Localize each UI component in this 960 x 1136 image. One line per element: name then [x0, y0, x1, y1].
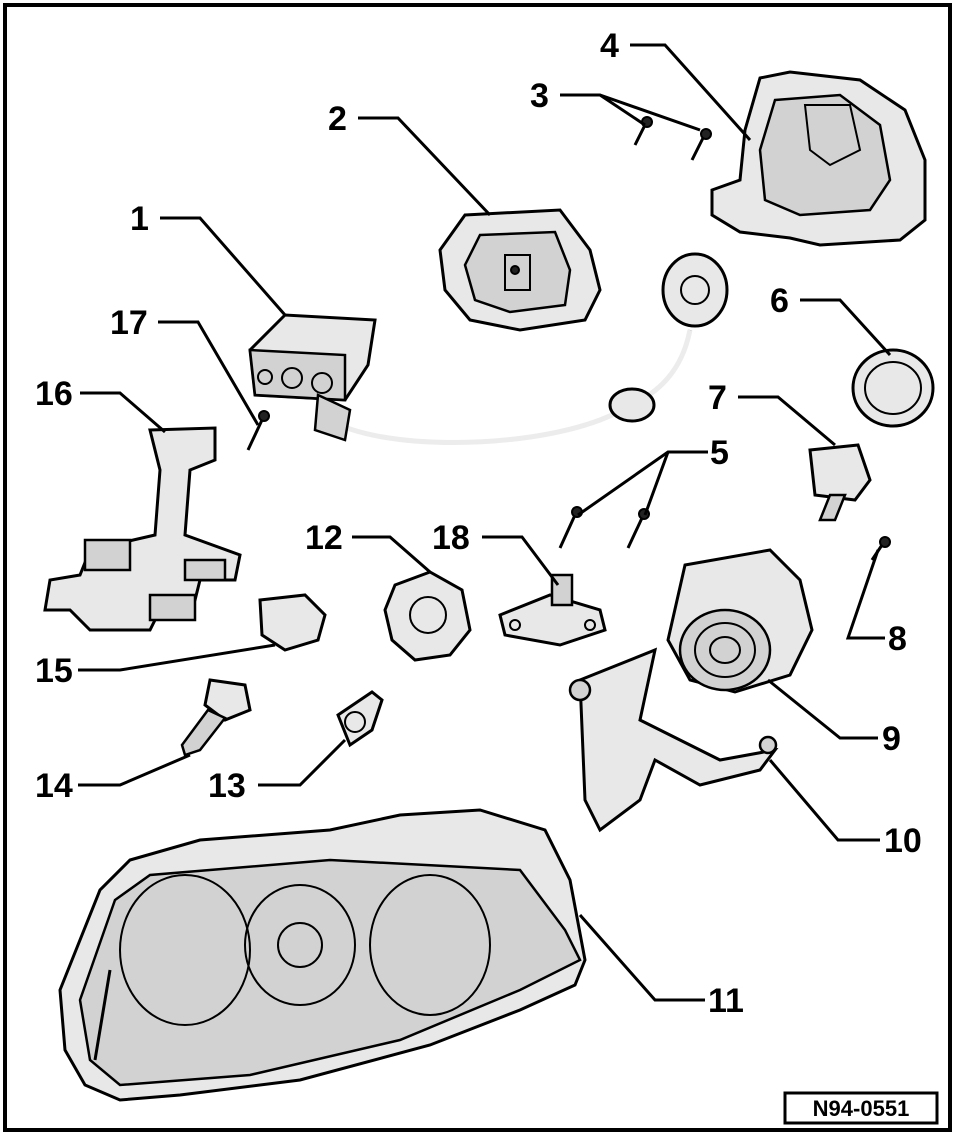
part-10-bracket	[568, 647, 779, 833]
callout-labels: 1 2 3 4 5 6 7 8 9 10 11 12 13 14 15 16 1…	[35, 27, 922, 1020]
leader-4	[630, 43, 752, 142]
part-9-projection-module	[666, 548, 814, 694]
callout-2: 2	[328, 100, 347, 138]
wiring-harness	[313, 252, 729, 445]
leader-6	[800, 298, 892, 357]
callout-16: 16	[35, 375, 73, 413]
part-17-screw	[246, 410, 270, 451]
leader-lines	[78, 43, 892, 1002]
figure-code-box: N94-0551	[783, 1091, 939, 1125]
leader-5	[577, 450, 708, 517]
callout-14: 14	[35, 767, 73, 805]
callout-10: 10	[884, 822, 922, 860]
leader-17	[158, 320, 260, 426]
part-15-socket	[258, 593, 327, 652]
leader-14	[78, 753, 191, 787]
part-18-actuator	[498, 573, 607, 647]
callout-1: 1	[130, 200, 149, 238]
leader-18	[482, 535, 560, 586]
leader-10	[768, 759, 880, 842]
callout-9: 9	[882, 720, 901, 758]
part-4-housing-cover	[710, 70, 927, 247]
figure-code: N94-0551	[813, 1096, 910, 1121]
callout-5: 5	[710, 434, 729, 472]
part-2-cover	[438, 208, 602, 332]
part-16-bracket	[43, 426, 242, 632]
part-11-headlamp-housing	[58, 808, 587, 1102]
callout-4: 4	[600, 27, 619, 65]
leader-7	[738, 395, 836, 447]
leader-12	[352, 535, 431, 574]
callout-3: 3	[530, 77, 549, 115]
callout-11: 11	[708, 982, 744, 1020]
leader-3	[560, 93, 701, 132]
part-14-bulb	[180, 678, 252, 757]
leader-8	[845, 549, 885, 640]
leader-9	[767, 678, 878, 740]
leader-2	[358, 116, 492, 217]
leader-11	[578, 914, 705, 1002]
callout-13: 13	[208, 767, 246, 805]
part-13-bulb	[336, 690, 384, 748]
leader-1	[160, 216, 287, 316]
callout-17: 17	[110, 304, 148, 342]
part-12-lamp-holder	[383, 570, 472, 662]
callout-18: 18	[432, 519, 470, 557]
callout-7: 7	[708, 379, 727, 417]
callout-15: 15	[35, 652, 73, 690]
callout-8: 8	[888, 620, 907, 658]
leader-16	[80, 391, 166, 434]
callout-6: 6	[770, 282, 789, 320]
leader-13	[258, 738, 347, 787]
leader-15	[78, 643, 276, 672]
part-6-ring	[851, 348, 935, 428]
part-7-bulb	[808, 443, 872, 522]
callout-12: 12	[305, 519, 343, 557]
